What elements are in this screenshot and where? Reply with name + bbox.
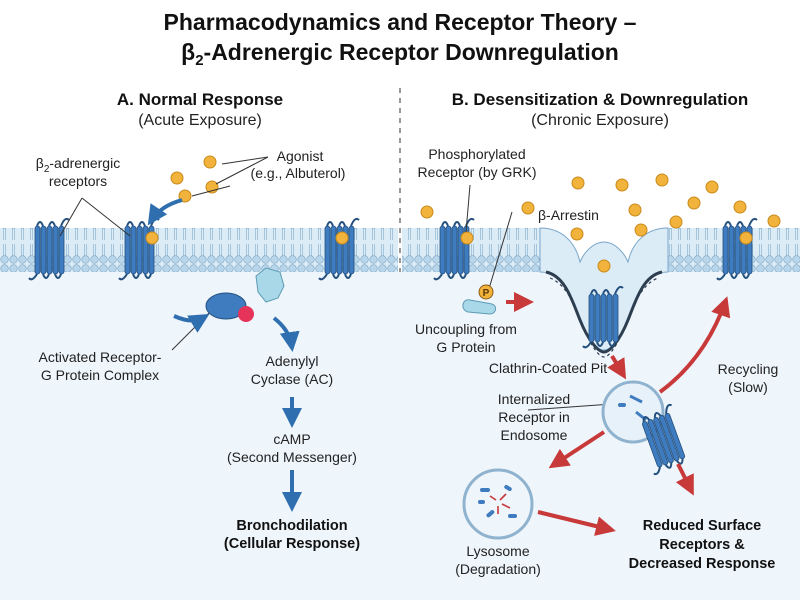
phospho-label: Phosphorylated: [428, 146, 525, 162]
internalized-label-line2: Receptor in: [498, 409, 570, 425]
receptor-b-in-pit: [582, 285, 624, 349]
lysosome-result-arrow: [537, 510, 616, 536]
receptor-a-2: [118, 217, 160, 281]
receptor-a-1: [28, 217, 70, 281]
panel-a-subheading: (Acute Exposure): [138, 112, 262, 129]
phospho-label-line2: Receptor (by GRK): [417, 164, 536, 180]
panel-b-subheading: (Chronic Exposure): [531, 112, 669, 129]
agonist-binding-arrow: [147, 198, 183, 226]
title-line-2: β2-Adrenergic Receptor Downregulation: [181, 39, 619, 69]
reduced-label-line2: Receptors &: [659, 537, 745, 553]
phosphate-letter: P: [483, 288, 490, 299]
agonist-molecules-b: [420, 173, 781, 273]
ac-label-line2: Cyclase (AC): [251, 371, 333, 387]
degradation-arrow: [548, 430, 606, 469]
internalized-label: Internalized: [498, 391, 570, 407]
panel-b-heading: B. Desensitization & Downregulation: [452, 90, 749, 109]
clathrin-label: Clathrin-Coated Pit: [489, 360, 607, 376]
title-line-1: Pharmacodynamics and Receptor Theory –: [164, 9, 637, 35]
lysosome-label-line2: (Degradation): [455, 561, 541, 577]
receptor-b-recycled: [716, 217, 758, 281]
receptors-label: β2-adrenergic: [36, 155, 120, 175]
agonist-label: Agonist: [277, 148, 324, 164]
downregulation-arrow: [675, 463, 694, 496]
g-protein-complex: [205, 267, 285, 322]
response-label-line2: (Cellular Response): [224, 536, 360, 552]
beta-arrestin: [462, 299, 497, 315]
complex-label-line2: G Protein Complex: [41, 367, 159, 383]
lysosome: [462, 468, 534, 540]
panel-a-heading: A. Normal Response: [117, 90, 283, 109]
internalization-arrow: [607, 354, 627, 380]
receptor-a-3: [318, 217, 360, 281]
camp-label-line2: (Second Messenger): [227, 449, 357, 465]
lysosome-label: Lysosome: [466, 543, 530, 559]
reduced-label: Reduced Surface: [643, 518, 761, 534]
reduced-label-line3: Decreased Response: [629, 556, 776, 572]
ac-activation-arrow: [272, 316, 300, 352]
camp-label: cAMP: [273, 431, 310, 447]
arrestin-label: β-Arrestin: [538, 207, 599, 223]
complex-label: Activated Receptor-: [39, 349, 162, 365]
receptor-b-phosphorylated: [433, 217, 475, 281]
phosphate-marker: [478, 284, 494, 300]
internalized-label-line3: Endosome: [501, 427, 568, 443]
recycling-label-line2: (Slow): [728, 379, 768, 395]
agonist-molecules-a: [145, 155, 349, 245]
uncoupling-label: Uncoupling from: [415, 321, 517, 337]
recycling-arrow: [658, 296, 731, 394]
agonist-example-label: (e.g., Albuterol): [251, 165, 346, 181]
uncoupling-label-line2: G Protein: [436, 339, 495, 355]
ac-label: Adenylyl: [266, 353, 319, 369]
response-label: Bronchodilation: [236, 518, 347, 534]
recycling-label: Recycling: [718, 361, 779, 377]
receptors-label-line2: receptors: [49, 173, 107, 189]
clathrin-coated-pit: [539, 227, 669, 358]
g-protein-activation-arrow: [173, 313, 210, 333]
